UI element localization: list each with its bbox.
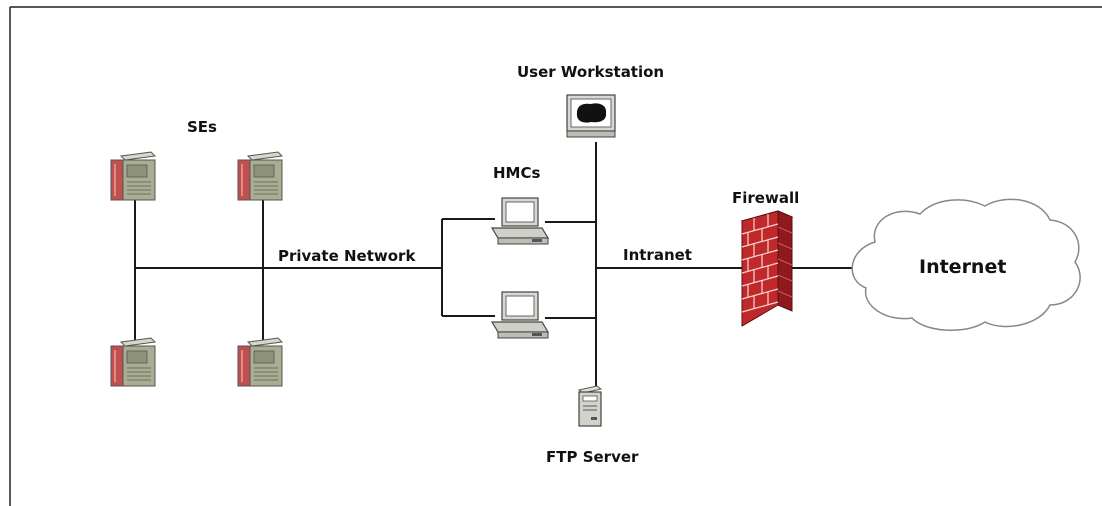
label-ses: SEs [187,118,217,136]
tower-pc-icon [577,385,603,427]
label-private-network: Private Network [278,247,416,265]
label-hmcs: HMCs [493,164,540,182]
server-tower-icon [110,337,156,387]
monitor-icon [566,94,616,138]
brick-wall-icon [740,210,794,327]
server-tower-icon [110,151,156,201]
label-ftp-server: FTP Server [546,448,639,466]
label-user-workstation: User Workstation [517,63,664,81]
server-tower-icon [237,151,283,201]
label-firewall: Firewall [732,189,799,207]
cloud-icon [851,198,1081,331]
label-intranet: Intranet [623,246,692,264]
desktop-computer-icon [491,197,549,245]
desktop-computer-icon [491,291,549,339]
label-internet: Internet [919,256,1006,278]
connection-lines [134,142,858,386]
server-tower-icon [237,337,283,387]
